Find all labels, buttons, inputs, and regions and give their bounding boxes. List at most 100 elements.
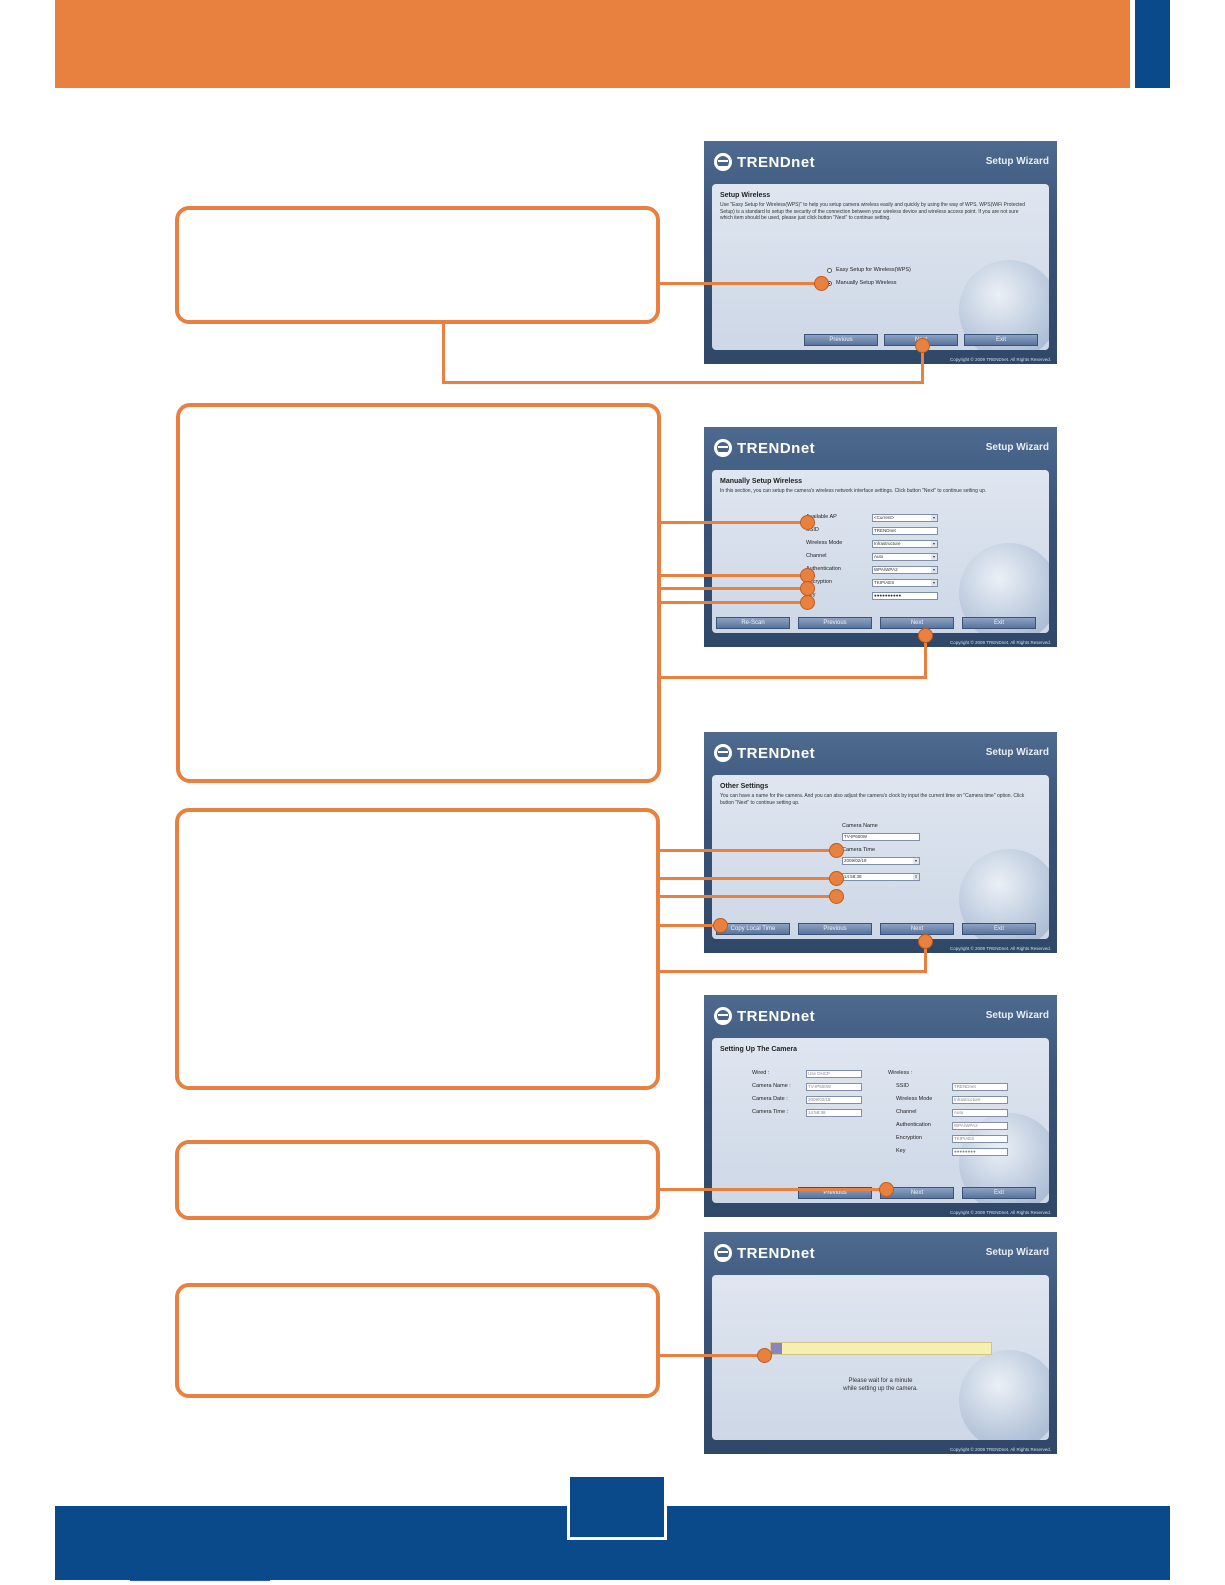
- progress-fill: [771, 1343, 782, 1354]
- trendnet-logo: TRENDnet: [714, 1007, 815, 1025]
- next-button[interactable]: Next: [880, 923, 954, 935]
- screen-manual-wireless: TRENDnet Setup Wizard Manually Setup Wir…: [704, 427, 1057, 647]
- panel-description: You can have a name for the camera. And …: [720, 793, 1025, 806]
- callout-step-3: [175, 808, 660, 1090]
- chevron-down-icon: ▾: [931, 541, 937, 547]
- connector-dot: [918, 628, 933, 643]
- connector-line: [442, 381, 924, 384]
- connector-dot: [713, 918, 728, 933]
- wait-message: Please wait for a minute while setting u…: [712, 1377, 1049, 1393]
- authentication-value: WPA/WPA2: [952, 1122, 1008, 1130]
- connector-dot: [918, 934, 933, 949]
- connector-line: [661, 676, 927, 679]
- wps-radio[interactable]: [827, 268, 832, 273]
- encryption-label: Encryption: [806, 579, 832, 585]
- connector-line: [924, 634, 927, 679]
- camera-name-input[interactable]: TV-IP600W: [842, 833, 920, 841]
- screen-setup-wireless: TRENDnet Setup Wizard Setup Wireless Use…: [704, 141, 1057, 364]
- connector-line: [660, 849, 836, 852]
- trendnet-ring-icon: [714, 153, 732, 171]
- connector-line: [660, 877, 836, 880]
- previous-button[interactable]: Previous: [798, 923, 872, 935]
- connector-dot: [829, 843, 844, 858]
- chevron-down-icon: ▾: [931, 567, 937, 573]
- channel-select[interactable]: Auto▾: [872, 553, 938, 561]
- connector-line: [660, 924, 720, 927]
- authentication-label: Authentication: [896, 1122, 931, 1128]
- wizard-title: Setup Wizard: [985, 156, 1049, 167]
- connector-dot: [915, 338, 930, 353]
- panel-title: Manually Setup Wireless: [720, 478, 803, 485]
- trendnet-logo: TRENDnet: [714, 1244, 815, 1262]
- camera-date-input[interactable]: 2009/02/18▾: [842, 857, 920, 865]
- authentication-label: Authentication: [806, 566, 841, 572]
- connector-line: [660, 970, 927, 973]
- previous-button[interactable]: Previous: [798, 617, 872, 629]
- available-ap-select[interactable]: <Current>▾: [872, 514, 938, 522]
- trendnet-logo: TRENDnet: [714, 153, 815, 171]
- callout-step-2: [176, 403, 661, 783]
- previous-button[interactable]: Previous: [804, 334, 878, 346]
- wizard-title: Setup Wizard: [985, 1010, 1049, 1021]
- trendnet-logo: TRENDnet: [714, 744, 815, 762]
- copyright: Copyright © 2009 TRENDnet. All Rights Re…: [949, 357, 1051, 362]
- connector-dot: [800, 581, 815, 596]
- encryption-select[interactable]: TKIP/AES▾: [872, 579, 938, 587]
- connector-dot: [800, 595, 815, 610]
- button-row: Previous Next Exit: [712, 334, 1049, 346]
- panel: Setting Up The Camera Wired : Use DHCP C…: [712, 1038, 1049, 1203]
- screen-other-settings: TRENDnet Setup Wizard Other Settings You…: [704, 732, 1057, 953]
- connector-dot: [829, 871, 844, 886]
- connector-line: [661, 587, 807, 590]
- connector-line: [442, 324, 445, 384]
- connector-dot: [814, 276, 829, 291]
- wireless-mode-value: Infrastructure: [952, 1096, 1008, 1104]
- header-bar: [55, 0, 1130, 88]
- camera-time-label: Camera Time :: [752, 1109, 789, 1115]
- ssid-input[interactable]: TRENDnet: [872, 527, 938, 535]
- key-label: Key: [896, 1148, 906, 1154]
- connector-line: [660, 895, 836, 898]
- wps-option-label: Easy Setup for Wireless(WPS): [836, 267, 911, 273]
- chevron-down-icon: ▾: [931, 580, 937, 586]
- wireless-mode-select[interactable]: Infrastructure▾: [872, 540, 938, 548]
- chevron-down-icon: ▾: [931, 515, 937, 521]
- panel-description: In this section, you can setup the camer…: [720, 488, 987, 494]
- available-ap-label: Available AP: [806, 514, 837, 520]
- trendnet-ring-icon: [714, 1007, 732, 1025]
- connector-line: [661, 521, 807, 524]
- camera-time-value: 14:58:38: [806, 1109, 862, 1117]
- wizard-title: Setup Wizard: [985, 747, 1049, 758]
- trendnet-ring-icon: [714, 1244, 732, 1262]
- stepper-icon[interactable]: ⇕: [913, 874, 919, 880]
- wait-line-2: while setting up the camera.: [843, 1386, 918, 1392]
- calendar-icon[interactable]: ▾: [913, 858, 919, 864]
- rescan-button[interactable]: Re-Scan: [716, 617, 790, 629]
- panel-description: Use "Easy Setup for Wireless(WPS)" to he…: [720, 202, 1026, 221]
- camera-date-label: Camera Date :: [752, 1096, 788, 1102]
- wireless-label: Wireless :: [888, 1070, 913, 1076]
- exit-button[interactable]: Exit: [962, 923, 1036, 935]
- key-value: ●●●●●●●●: [952, 1148, 1008, 1156]
- connector-line: [660, 1188, 886, 1191]
- button-row: Re-Scan Previous Next Exit: [712, 617, 1049, 629]
- copy-local-time-button[interactable]: Copy Local Time: [716, 923, 790, 935]
- key-input[interactable]: ●●●●●●●●●●: [872, 592, 938, 600]
- exit-button[interactable]: Exit: [962, 617, 1036, 629]
- exit-button[interactable]: Exit: [962, 1187, 1036, 1199]
- camera-time-input[interactable]: 14:58:38⇕: [842, 873, 920, 881]
- panel-title: Setup Wireless: [720, 192, 771, 199]
- authentication-select[interactable]: WPA/WPA2▾: [872, 566, 938, 574]
- chevron-down-icon: ▾: [931, 554, 937, 560]
- next-button[interactable]: Next: [880, 617, 954, 629]
- globe-decoration: [959, 1350, 1049, 1440]
- connector-dot: [757, 1348, 772, 1363]
- wait-line-1: Please wait for a minute: [848, 1378, 913, 1384]
- copyright: Copyright © 2009 TRENDnet. All Rights Re…: [949, 1447, 1051, 1452]
- next-button[interactable]: Next: [880, 1187, 954, 1199]
- connector-dot: [800, 515, 815, 530]
- copyright: Copyright © 2009 TRENDnet. All Rights Re…: [949, 640, 1051, 645]
- connector-dot: [879, 1182, 894, 1197]
- exit-button[interactable]: Exit: [964, 334, 1038, 346]
- trendnet-ring-icon: [714, 439, 732, 457]
